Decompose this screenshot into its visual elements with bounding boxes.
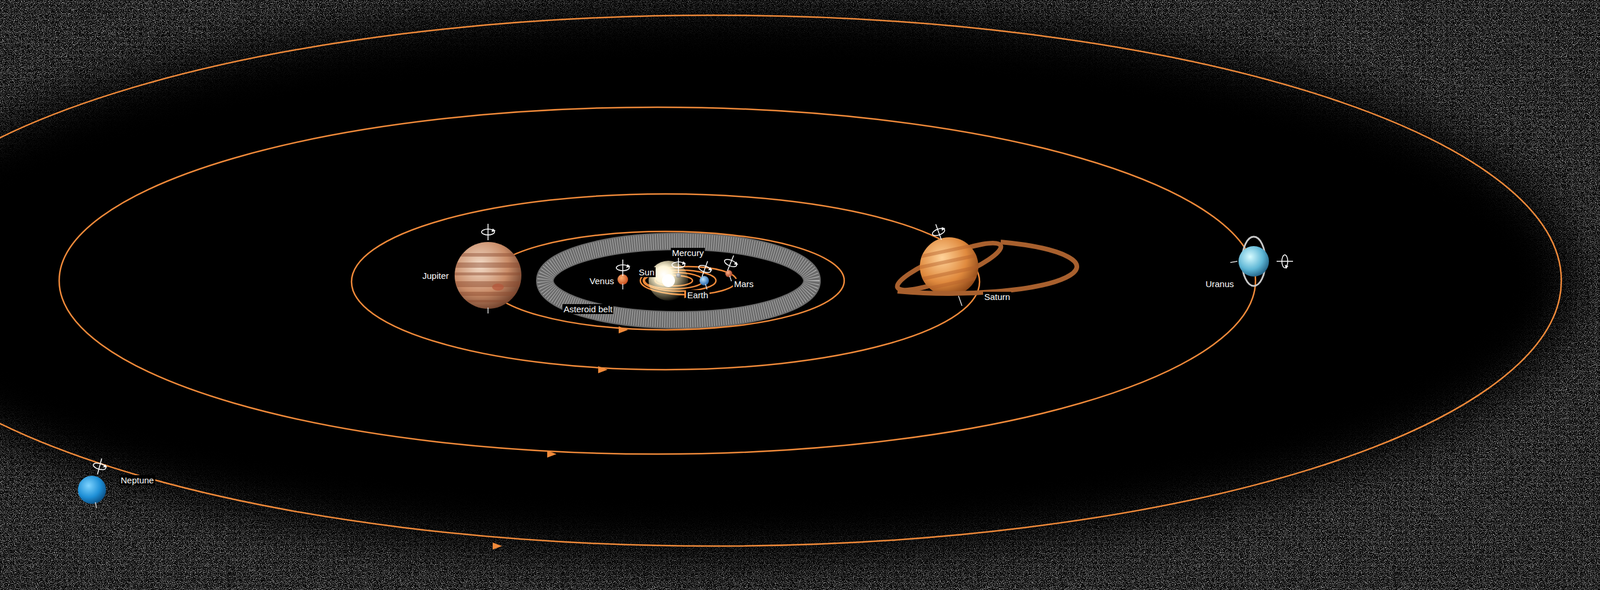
axis-line [95,502,97,508]
planet-label: Mars [732,278,755,289]
planet-label: Venus [588,275,616,286]
orbit-path [486,231,845,330]
orbit-arrow [598,366,608,374]
sun-disc [662,274,675,288]
saturn-ring-front [897,241,1077,294]
jupiter-band [451,272,528,276]
planet-label: Uranus [1204,278,1236,289]
mercury-planet [676,273,681,278]
orbit-path [351,193,980,370]
planet-label: Sun [637,267,656,278]
spin-symbol [481,223,496,241]
earth-planet [699,275,709,286]
jupiter-band [451,281,528,288]
planet-label: Mercury [670,247,705,258]
axis-line [487,307,489,314]
jupiter-band [451,253,528,257]
spin-symbol [696,258,715,280]
uranus-planet [1238,246,1269,277]
planet-label: Earth [686,290,710,300]
orbit-path [59,107,1256,455]
axis-line [705,284,708,290]
mars-planet [725,270,733,278]
planet-label: Neptune [119,475,156,486]
jupiter-band [451,299,528,303]
jupiter-band [451,262,528,268]
spin-symbol [91,456,109,477]
spin-symbol [1276,254,1294,269]
axis-line [729,275,732,282]
orbit-arrow [492,542,503,550]
spin-symbol [671,256,687,274]
spin-symbol [616,259,631,276]
orbit-arrow [618,326,629,334]
orbit-arrow [547,450,557,458]
orbit-path [0,15,1562,547]
planet-label: Saturn [983,291,1012,302]
planet-label: Asteroid belt [562,304,614,315]
spin-symbol [721,253,742,274]
neptune-planet [77,475,107,504]
jupiter-band [451,291,528,296]
spin-symbol [929,221,949,242]
planet-label: Jupiter [421,270,450,281]
asteroid-belt [544,241,813,320]
saturn-ring [892,234,1005,299]
axis-line [622,283,624,290]
